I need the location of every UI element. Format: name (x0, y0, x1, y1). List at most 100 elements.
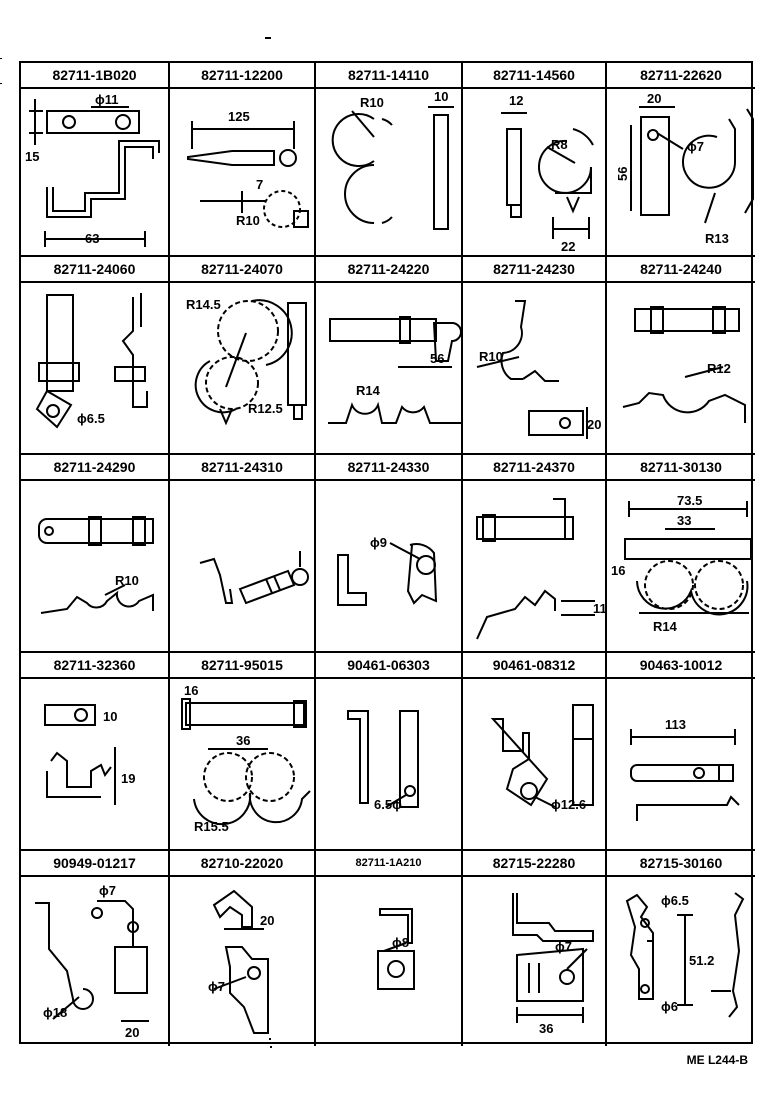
part-cell: 90461-06303 6.5ϕ (316, 653, 463, 851)
part-cell: 82711-24060 ϕ6.5 (21, 257, 170, 455)
clamp-diagram: ϕ6.5 (35, 293, 148, 429)
part-number: 82711-32360 (21, 653, 168, 679)
part-number: 82711-24290 (21, 455, 168, 481)
part-number: 90949-01217 (21, 851, 168, 877)
dim-label: R10 (479, 349, 503, 364)
part-number: 82710-22020 (170, 851, 314, 877)
dim-label: 20 (125, 1025, 139, 1040)
dim-label: 10 (103, 709, 117, 724)
clamp-diagram: ϕ8 (377, 908, 415, 990)
part-number: 82711-95015 (170, 653, 314, 679)
part-number: 82715-22280 (463, 851, 605, 877)
dim-label: 16 (184, 683, 198, 698)
part-number: 82711-24370 (463, 455, 605, 481)
clamp-diagram: ϕ7 36 (512, 893, 594, 1036)
part-number: 82711-24220 (316, 257, 461, 283)
dim-label: ϕ7 (555, 939, 572, 954)
dim-label: 22 (561, 239, 575, 254)
part-cell: 82715-22280 ϕ7 36 (463, 851, 607, 1046)
figure-code: ME L244-B (686, 1053, 748, 1067)
dim-label: R10 (115, 573, 139, 588)
dim-label: 6.5ϕ (374, 797, 402, 812)
clamp-diagram: 20 ϕ7 (208, 889, 274, 1034)
dim-label: 20 (647, 91, 661, 106)
part-cell: 82711-95015 16 36 R15.5 (170, 653, 316, 851)
part-number: 82711-22620 (607, 63, 755, 89)
dim-label: 125 (228, 109, 250, 124)
clamp-diagram: 113 (630, 717, 740, 821)
part-number: 90461-06303 (316, 653, 461, 679)
part-cell: 82711-32360 10 19 (21, 653, 170, 851)
clamp-diagram: R10 (38, 516, 154, 614)
clamp-diagram: R10 10 (331, 89, 454, 230)
dim-label: 113 (665, 717, 686, 732)
part-number: 82711-24060 (21, 257, 168, 283)
registration-mark (0, 58, 2, 84)
clamp-diagram: 20 ϕ7 56 R13 (615, 91, 754, 246)
part-number: 82711-24330 (316, 455, 461, 481)
part-number: 82715-30160 (607, 851, 755, 877)
dim-label: ϕ12.6 (551, 797, 586, 812)
dim-label: 20 (587, 417, 601, 432)
scan-speck (270, 1046, 272, 1048)
dim-label: 73.5 (677, 493, 702, 508)
dim-label: ϕ7 (99, 883, 116, 898)
part-number: 82711-24310 (170, 455, 314, 481)
dim-label: R8 (551, 137, 568, 152)
dim-label: ϕ6.5 (661, 893, 689, 908)
clamp-diagram: R10 20 (476, 300, 601, 439)
scan-speck (269, 1038, 271, 1040)
clamp-diagram: ϕ11 15 63 (25, 92, 160, 247)
dim-label: 63 (85, 231, 99, 246)
parts-grid: 82711-1B020 ϕ11 15 63 82711-12200 125 (19, 61, 755, 1046)
part-cell: 82711-14560 12 R8 22 (463, 63, 607, 257)
part-number: 82711-24070 (170, 257, 314, 283)
part-number: 90463-10012 (607, 653, 755, 679)
dim-label: R12 (707, 361, 731, 376)
dim-label: 33 (677, 513, 691, 528)
part-cell: 82710-22020 20 ϕ7 (170, 851, 316, 1046)
clamp-diagram: R12 (622, 306, 746, 423)
dim-label: 51.2 (689, 953, 714, 968)
dim-label: 20 (260, 913, 274, 928)
part-number: 82711-1A210 (316, 851, 461, 877)
part-cell: 82711-22620 20 ϕ7 56 R13 (607, 63, 755, 257)
part-cell: 90463-10012 113 (607, 653, 755, 851)
dim-label: ϕ7 (687, 139, 704, 154)
part-cell: 82711-24240 R12 (607, 257, 755, 455)
part-number: 82711-14110 (316, 63, 461, 89)
clamp-diagram: 56 R14 (328, 316, 463, 424)
dim-label: R10 (236, 213, 260, 228)
dim-label: ϕ11 (95, 92, 119, 107)
clamp-diagram: 11 (476, 498, 607, 640)
dim-label: ϕ6.5 (77, 411, 105, 426)
part-cell: 82711-24070 R14.5 R12.5 (170, 257, 316, 455)
dim-label: R13 (705, 231, 729, 246)
dim-label: 56 (615, 167, 630, 181)
top-dash-mark (265, 37, 271, 39)
part-cell: 82711-12200 125 7 R10 (170, 63, 316, 257)
part-cell: 82711-24230 R10 20 (463, 257, 607, 455)
part-cell: 82711-1A210 ϕ8 (316, 851, 463, 1046)
dim-label: 19 (121, 771, 135, 786)
part-cell: 90949-01217 ϕ7 ϕ18 20 (21, 851, 170, 1046)
part-number: 90461-08312 (463, 653, 605, 679)
dim-label: 11 (593, 601, 607, 616)
dim-label: 7 (256, 177, 263, 192)
part-cell: 82711-24290 R10 (21, 455, 170, 653)
dim-label: R15.5 (194, 819, 229, 834)
dim-label: ϕ9 (370, 535, 387, 550)
dim-label: 16 (611, 563, 625, 578)
clamp-diagram: 12 R8 22 (501, 93, 594, 254)
dim-label: ϕ6 (661, 999, 678, 1014)
part-number: 82711-24230 (463, 257, 605, 283)
dim-label: 36 (539, 1021, 553, 1036)
part-number: 82711-12200 (170, 63, 314, 89)
part-cell: 82711-30130 73.5 33 16 R14 (607, 455, 755, 653)
dim-label: R14.5 (186, 297, 221, 312)
part-cell: 82711-24370 11 (463, 455, 607, 653)
dim-label: 10 (434, 89, 448, 104)
clamp-diagram: ϕ9 (337, 535, 438, 606)
dim-label: ϕ18 (43, 1005, 67, 1020)
dim-label: R14 (356, 383, 381, 398)
